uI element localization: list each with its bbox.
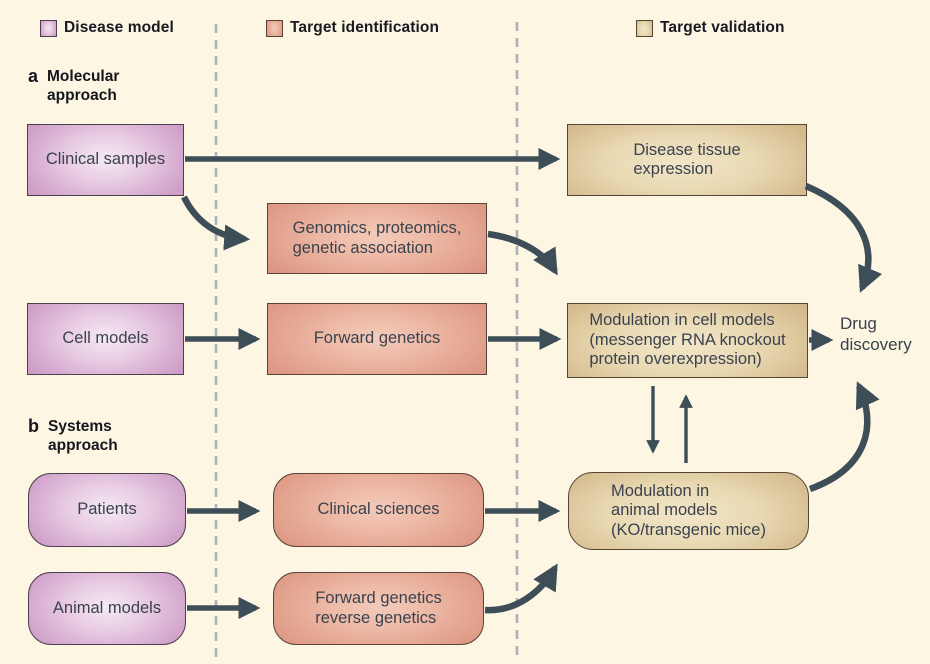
node-label: Modulation in cell models (messenger RNA… bbox=[589, 311, 786, 369]
node-label: Forward genetics bbox=[313, 329, 441, 348]
section-b-header: b Systems approach bbox=[28, 417, 118, 455]
node-label: Patients bbox=[77, 500, 137, 519]
target-identification-swatch-icon bbox=[266, 19, 283, 37]
section-b-letter: b bbox=[28, 416, 39, 436]
node-label: Cell models bbox=[62, 329, 149, 348]
node-genomics-proteomics: Genomics, proteomics, genetic associatio… bbox=[267, 203, 487, 274]
node-animal-models: Animal models bbox=[28, 572, 186, 645]
arrow-clinical-samples-to-genomics bbox=[181, 195, 251, 251]
section-a-title: Molecular approach bbox=[47, 68, 120, 104]
node-label: Modulation in animal models (KO/transgen… bbox=[611, 481, 766, 539]
drug-discovery-label: Drug discovery bbox=[840, 314, 912, 354]
legend-label: Disease model bbox=[64, 19, 174, 36]
node-clinical-sciences: Clinical sciences bbox=[273, 473, 484, 547]
legend-item-target-validation: Target validation bbox=[636, 18, 785, 38]
node-label: Clinical sciences bbox=[317, 500, 440, 519]
arrow-genomics-to-modulation-cell bbox=[487, 230, 558, 276]
node-label: Disease tissue expression bbox=[633, 140, 741, 179]
node-disease-tissue-expression: Disease tissue expression bbox=[567, 124, 807, 196]
disease-model-swatch-icon bbox=[40, 19, 57, 37]
section-a-header: a Molecular approach bbox=[28, 67, 119, 105]
arrow-disease-tissue-to-drug-discovery bbox=[804, 183, 883, 293]
node-modulation-animal-models: Modulation in animal models (KO/transgen… bbox=[568, 472, 809, 550]
node-forward-genetics: Forward genetics bbox=[267, 303, 487, 375]
arrow-forward-reverse-to-modulation-animal bbox=[484, 563, 558, 614]
node-cell-models: Cell models bbox=[27, 303, 184, 375]
section-a-letter: a bbox=[28, 66, 39, 86]
arrow-modulation-animal-to-drug-discovery bbox=[808, 381, 880, 493]
node-clinical-samples: Clinical samples bbox=[27, 124, 184, 196]
node-forward-reverse-genetics: Forward genetics reverse genetics bbox=[273, 572, 484, 645]
node-label: Genomics, proteomics, genetic associatio… bbox=[292, 219, 462, 257]
node-modulation-cell-models: Modulation in cell models (messenger RNA… bbox=[567, 303, 808, 378]
section-b-title: Systems approach bbox=[48, 418, 118, 454]
target-validation-swatch-icon bbox=[636, 19, 653, 37]
node-label: Clinical samples bbox=[45, 150, 166, 169]
node-label: Forward genetics reverse genetics bbox=[315, 589, 442, 627]
node-label: Animal models bbox=[52, 598, 162, 617]
legend-item-target-identification: Target identification bbox=[266, 18, 439, 38]
legend-label: Target validation bbox=[660, 19, 785, 36]
node-patients: Patients bbox=[28, 473, 186, 547]
legend-item-disease-model: Disease model bbox=[40, 18, 174, 38]
legend-label: Target identification bbox=[290, 19, 440, 36]
